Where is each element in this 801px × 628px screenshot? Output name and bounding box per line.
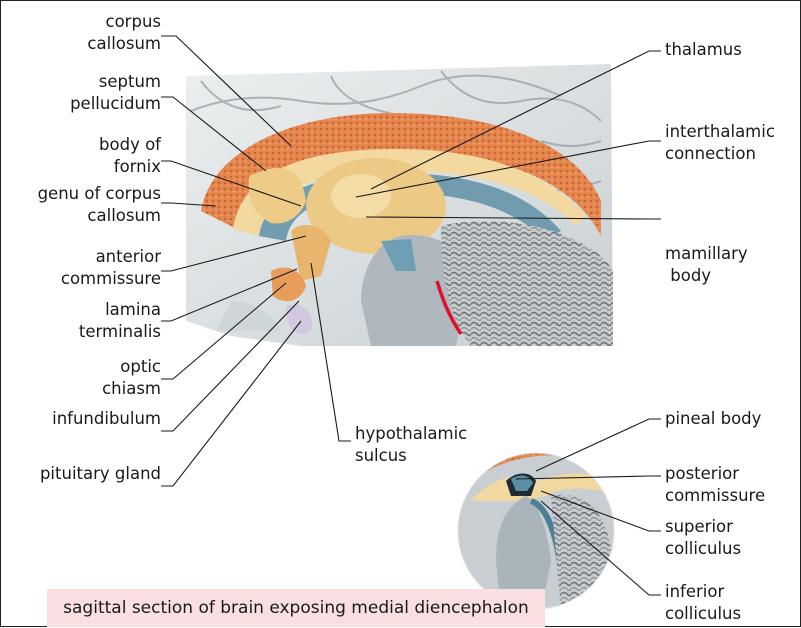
label-pituitary-gland: pituitary gland (1, 463, 161, 485)
label-infundibulum: infundibulum (1, 408, 161, 430)
inset-circle (456, 451, 616, 611)
label-thalamus: thalamus (665, 39, 742, 61)
label-pineal-body: pineal body (665, 408, 761, 430)
label-mamillary-body: mamillary body (665, 199, 748, 331)
figure-caption: sagittal section of brain exposing media… (47, 589, 545, 627)
